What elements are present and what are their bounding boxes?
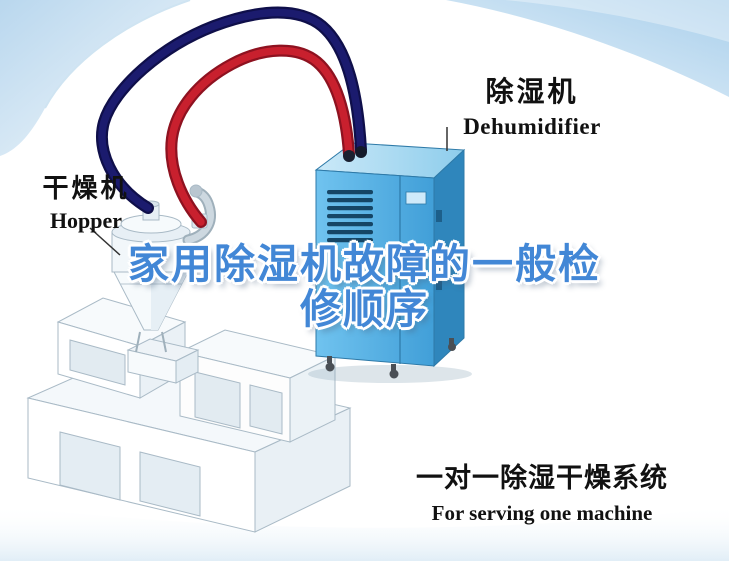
vent-grille	[327, 190, 373, 243]
hopper-label-en: Hopper	[49, 208, 123, 233]
control-plate	[405, 191, 427, 205]
system-label-zh: 一对一除湿干燥系统	[416, 463, 668, 493]
hopper-label: 干燥机 Hopper	[26, 168, 146, 234]
page-title: 家用除湿机故障的一般检 修顺序	[0, 241, 729, 333]
door-handle	[392, 262, 396, 277]
system-label-en: For serving one machine	[431, 501, 653, 525]
hopper-pointer-line	[89, 227, 121, 256]
pipe-connectors	[343, 146, 367, 162]
label-pointer-lines	[89, 127, 448, 256]
dehumidifier-label-zh: 除湿机	[485, 76, 579, 107]
background-swoosh-top-left	[0, 0, 191, 156]
injection-molding-machine	[26, 297, 352, 533]
background-swoosh-bottom	[0, 505, 729, 561]
return-air-pipe	[96, 6, 367, 214]
dehumidifier-side-face	[433, 148, 465, 368]
system-label: 一对一除湿干燥系统 For serving one machine	[390, 456, 694, 526]
title-line-2: 修顺序	[300, 286, 429, 333]
dry-air-pipe	[165, 44, 355, 228]
hopper-label-zh: 干燥机	[42, 173, 130, 203]
casters	[325, 338, 456, 379]
hopper-dryer	[111, 184, 216, 384]
dehumidifier-label: 除湿机 Dehumidifier	[450, 70, 614, 140]
title-line-1: 家用除湿机故障的一般检	[128, 241, 601, 287]
dehumidifier-label-en: Dehumidifier	[463, 114, 601, 139]
background-swoosh-top-right	[446, 0, 729, 97]
